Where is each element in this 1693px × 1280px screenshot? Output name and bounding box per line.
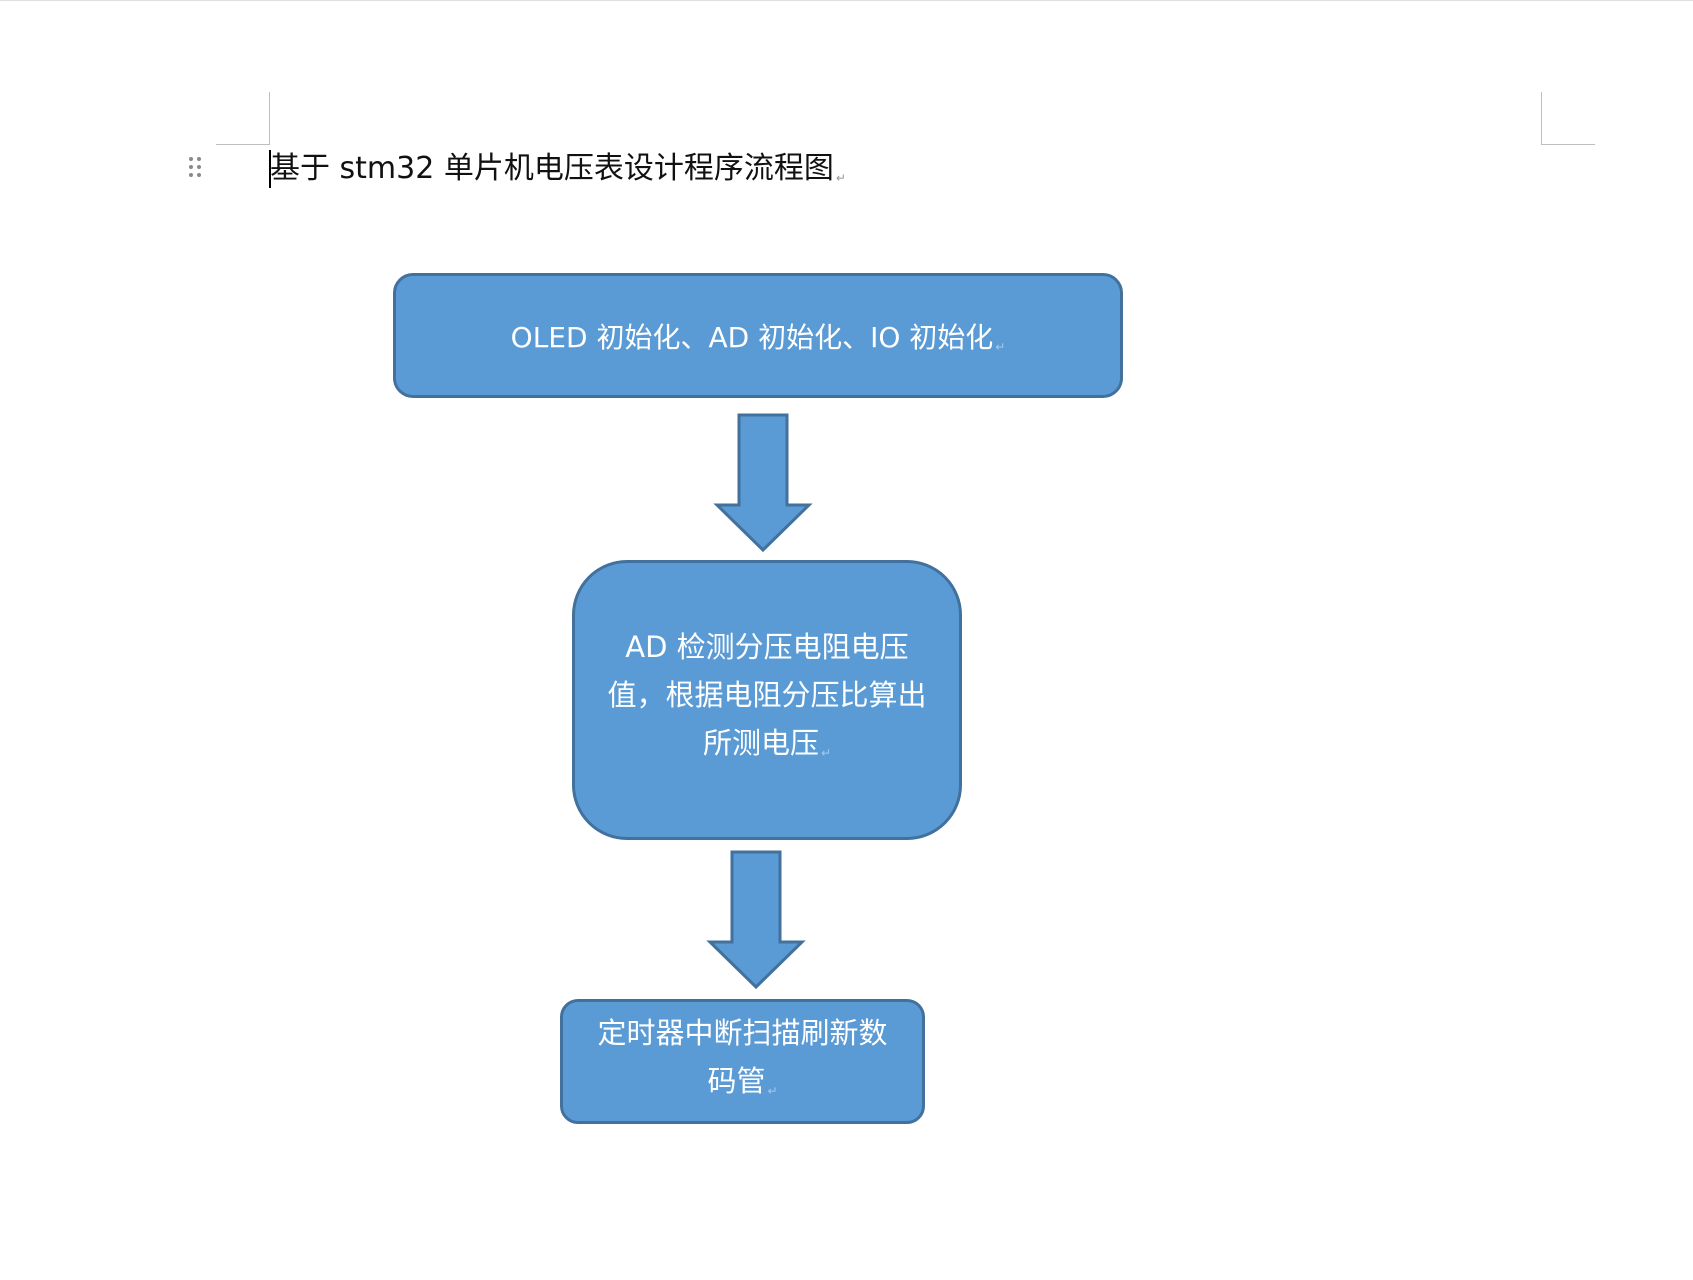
paragraph-mark-icon: ↵ (820, 746, 832, 760)
flowchart-node-detect[interactable]: AD 检测分压电阻电压值，根据电阻分压比算出所测电压↵ (572, 560, 962, 840)
node-detect-text: AD 检测分压电阻电压值，根据电阻分压比算出所测电压 (607, 630, 927, 760)
paragraph-mark-icon: ↵ (835, 171, 846, 185)
node-refresh-text: 定时器中断扫描刷新数码管 (597, 1015, 888, 1098)
flowchart-node-refresh[interactable]: 定时器中断扫描刷新数码管↵ (560, 999, 925, 1124)
flowchart-arrow-detect-to-refresh[interactable] (706, 850, 806, 990)
margin-mark-right-vertical (1541, 92, 1542, 145)
page-top-border (0, 0, 1693, 1)
node-init-text: OLED 初始化、AD 初始化、IO 初始化 (510, 320, 994, 354)
margin-mark-left-horizontal (216, 144, 270, 145)
document-title-text: 基于 stm32 单片机电压表设计程序流程图 (270, 151, 834, 186)
document-title[interactable]: 基于 stm32 单片机电压表设计程序流程图↵ (270, 150, 846, 188)
paragraph-mark-icon: ↵ (767, 1083, 778, 1098)
paragraph-mark-icon: ↵ (995, 339, 1006, 354)
flowchart-arrow-init-to-detect[interactable] (713, 413, 813, 553)
flowchart-node-init[interactable]: OLED 初始化、AD 初始化、IO 初始化↵ (393, 273, 1123, 398)
margin-mark-left-vertical (269, 92, 270, 145)
drag-handle-icon[interactable] (189, 157, 203, 179)
text-cursor (269, 150, 271, 188)
margin-mark-right-horizontal (1541, 144, 1595, 145)
